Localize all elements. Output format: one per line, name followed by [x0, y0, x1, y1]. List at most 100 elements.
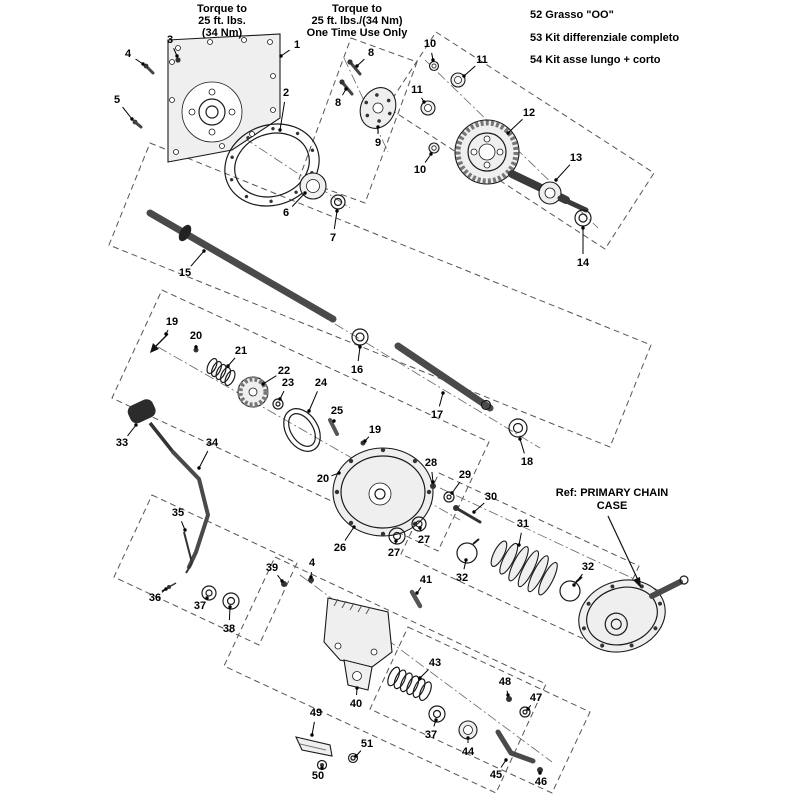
callout-dot — [506, 131, 510, 135]
callout-number: 22 — [278, 365, 290, 377]
torque-note-middle: Torque to — [332, 3, 382, 15]
spring-43 — [387, 666, 432, 702]
callout-dot — [441, 391, 445, 395]
callout-dot — [183, 528, 187, 532]
callout-number: 39 — [266, 562, 278, 574]
callout-number: 6 — [283, 207, 289, 219]
callout-number: 45 — [490, 769, 502, 781]
callout-number: 27 — [388, 547, 400, 559]
callout-number: 19 — [369, 424, 381, 436]
callout-dot — [278, 128, 282, 132]
callout-number: 47 — [530, 692, 542, 704]
kit-note: 52 Grasso "OO" — [530, 9, 614, 21]
callout-dot — [538, 771, 542, 775]
bellows-boot-31 — [490, 540, 558, 596]
shift-lever-34 — [171, 450, 210, 569]
clamp-32b — [559, 576, 583, 602]
callout-number: 26 — [334, 542, 346, 554]
washer-37a — [201, 585, 217, 601]
callout-number: 11 — [411, 84, 423, 96]
callout-dot — [554, 178, 558, 182]
callout-number: 1 — [294, 39, 300, 51]
callout-dot — [226, 364, 230, 368]
callout-number: 5 — [114, 94, 120, 106]
callout-number: 8 — [368, 47, 374, 59]
sprocket-22 — [237, 376, 269, 408]
bracket-49 — [295, 736, 333, 757]
callout-number: 40 — [350, 698, 362, 710]
callout-number: 15 — [179, 267, 191, 279]
callout-number: 16 — [351, 364, 363, 376]
mounting-plate-1 — [167, 33, 281, 163]
callout-leader — [190, 250, 205, 267]
callout-number: 41 — [420, 574, 432, 586]
callout-number: 33 — [116, 437, 128, 449]
axis-lines — [149, 57, 663, 763]
callout-number: 18 — [521, 456, 533, 468]
callout-dot — [355, 686, 359, 690]
callout-number: 28 — [425, 457, 437, 469]
callout-dot — [418, 676, 422, 680]
bolt-20a — [193, 347, 199, 353]
callout-dot — [175, 54, 179, 58]
callout-dot — [415, 591, 419, 595]
callout-dot — [431, 480, 435, 484]
callout-dot — [303, 191, 307, 195]
callout-number: 38 — [223, 623, 235, 635]
callout-number: 12 — [523, 107, 535, 119]
callout-leader — [291, 192, 306, 207]
torque-note-left: 25 ft. lbs. — [198, 15, 246, 27]
callout-dot — [464, 558, 468, 562]
callout-dot — [394, 539, 398, 543]
callout-number: 7 — [330, 232, 336, 244]
callout-number: 35 — [172, 507, 184, 519]
rod-35 — [183, 531, 193, 574]
callout-dot — [506, 693, 510, 697]
washer-38 — [222, 592, 240, 610]
callout-leader — [451, 482, 461, 494]
callout-number: 20 — [317, 473, 329, 485]
callout-leader — [357, 346, 361, 362]
callout-leader — [424, 153, 432, 163]
callout-leader — [473, 502, 485, 513]
callout-dot — [358, 345, 362, 349]
ring-7 — [330, 194, 346, 210]
callout-dot — [278, 397, 282, 401]
torque-note-left: (34 Nm) — [202, 27, 243, 39]
callout-number: 10 — [424, 38, 436, 50]
callout-dot — [205, 596, 209, 600]
callout-dot — [164, 332, 168, 336]
callout-dot — [422, 100, 426, 104]
callout-dot — [429, 152, 433, 156]
ref-arrow — [607, 515, 641, 588]
callout-dot — [261, 382, 265, 386]
hex-shaft-15 — [146, 209, 337, 323]
washer-47 — [519, 706, 531, 718]
callout-leader — [333, 210, 338, 230]
kit-note: 53 Kit differenziale completo — [530, 32, 679, 44]
callout-leader — [198, 450, 209, 469]
callout-dot — [462, 74, 466, 78]
washer-16 — [351, 328, 369, 346]
differential-gear-12 — [454, 119, 520, 185]
callout-dot — [418, 526, 422, 530]
callout-leader — [228, 606, 231, 621]
callout-dot — [307, 409, 311, 413]
clamp-32a — [456, 538, 480, 564]
callout-number: 43 — [429, 657, 441, 669]
washer-18 — [508, 418, 528, 438]
torque-note-middle: One Time Use Only — [307, 27, 409, 39]
callout-number: 21 — [235, 345, 247, 357]
callout-dot — [335, 209, 339, 213]
callout-dot — [279, 54, 283, 58]
callout-leader — [344, 526, 355, 541]
callout-number: 24 — [315, 377, 328, 389]
callout-number: 8 — [335, 97, 341, 109]
callout-dot — [434, 718, 438, 722]
primary-chain-case-ref-label: CASE — [597, 500, 628, 512]
callout-dot — [228, 605, 232, 609]
torque-note-left: Torque to — [197, 3, 247, 15]
